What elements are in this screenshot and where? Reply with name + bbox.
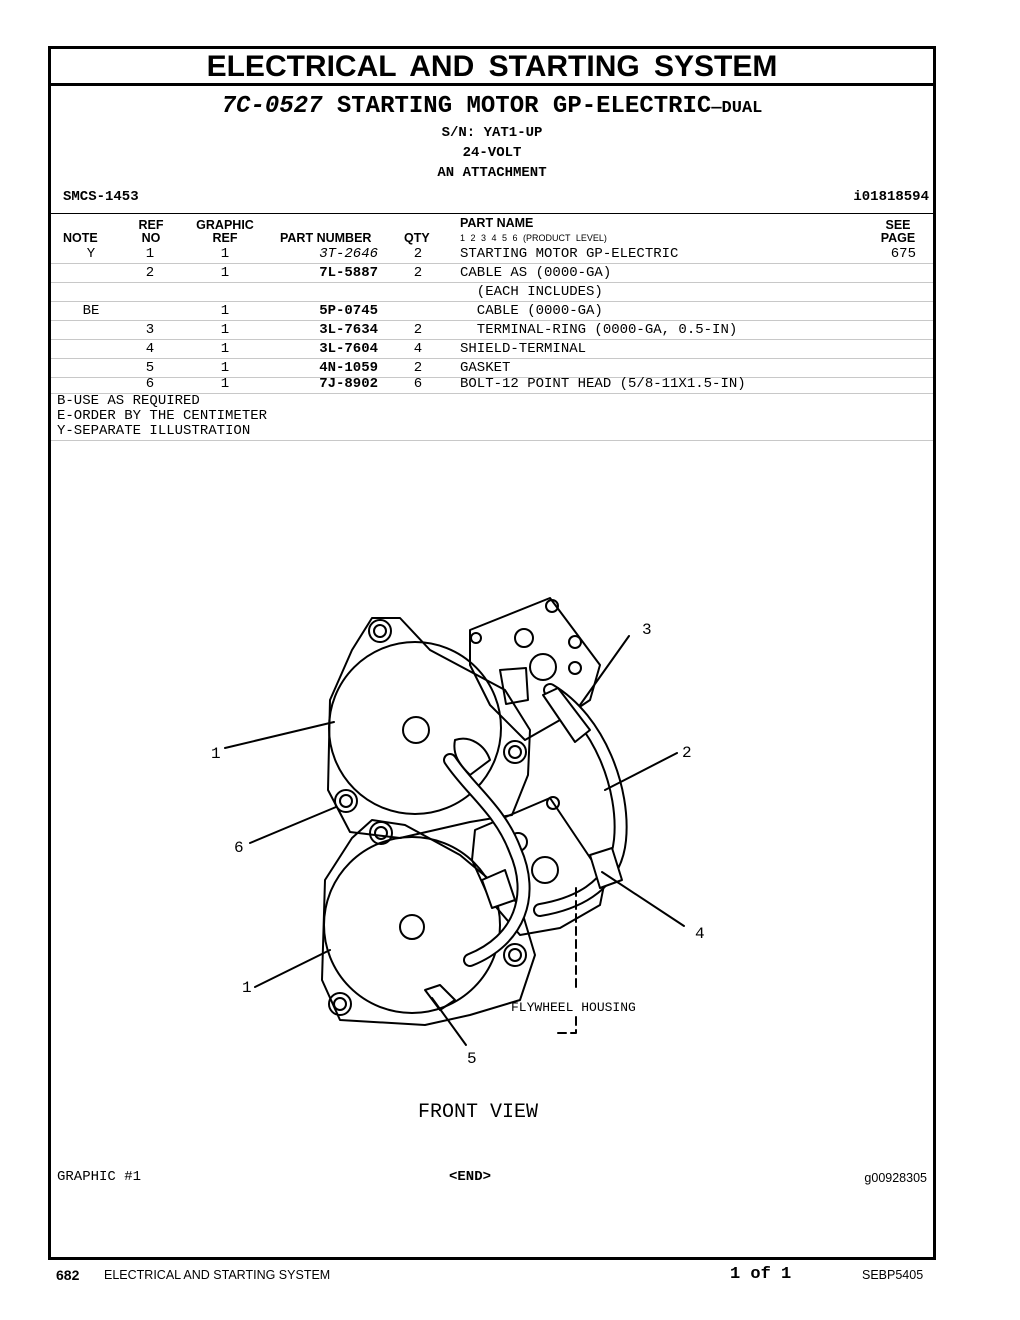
- col-product-level: 1 2 3 4 5 6 (PRODUCT LEVEL): [460, 233, 607, 243]
- group-part-number: 7C-0527: [221, 93, 323, 120]
- group-title: 7C-0527 STARTING MOTOR GP-ELECTRIC—DUAL: [51, 93, 933, 120]
- callout-4: 4: [695, 925, 705, 943]
- lower-bolt-3: [328, 992, 352, 1016]
- header-divider: [51, 213, 933, 214]
- attachment: AN ATTACHMENT: [437, 165, 547, 181]
- voltage: 24-VOLT: [462, 145, 522, 161]
- callout-1: 1: [211, 745, 221, 763]
- lower-bolt-2: [503, 943, 527, 967]
- footer-section: ELECTRICAL AND STARTING SYSTEM: [104, 1268, 331, 1282]
- table-row: Y 1 1 3T-2646 2 STARTING MOTOR GP-ELECTR…: [51, 245, 933, 264]
- col-see-page: SEE PAGE: [880, 218, 916, 245]
- group-suffix: —DUAL: [711, 99, 763, 118]
- upper-bolt-2: [503, 740, 527, 764]
- page-of: 1 of 1: [730, 1265, 792, 1284]
- doc-id: i01818594: [853, 189, 929, 205]
- shield-terminal-1: [589, 847, 623, 889]
- callout-5: 5: [467, 1050, 477, 1068]
- doc-code: SEBP5405: [862, 1268, 924, 1282]
- table-row: (EACH INCLUDES): [51, 283, 933, 302]
- upper-bolt-1: [368, 619, 392, 643]
- col-part-name: PART NAME: [460, 216, 534, 230]
- table-row: 4 1 3L-7604 4 SHIELD-TERMINAL: [51, 340, 933, 359]
- table-row: 5 1 4N-1059 2 GASKET: [51, 359, 933, 378]
- front-view-label: FRONT VIEW: [418, 1101, 538, 1124]
- col-graphic-ref: GRAPHIC REF: [196, 218, 254, 245]
- group-name: STARTING MOTOR GP-ELECTRIC: [336, 93, 712, 120]
- lower-motor-flange: [321, 819, 536, 1026]
- section-title: ELECTRICAL AND STARTING SYSTEM: [51, 49, 933, 86]
- table-row: 3 1 3L-7634 2 TERMINAL-RING (0000-GA, 0.…: [51, 321, 933, 340]
- col-note: NOTE: [63, 231, 98, 245]
- upper-bolt-3: [334, 789, 358, 813]
- note-b: B-USE AS REQUIRED: [57, 393, 200, 409]
- graphic-label: GRAPHIC #1: [57, 1169, 142, 1185]
- col-ref-no: REF NO: [138, 218, 164, 245]
- graphic-id: g00928305: [864, 1171, 927, 1185]
- callout-6: 6: [234, 839, 244, 857]
- note-e: E-ORDER BY THE CENTIMETER: [57, 408, 268, 424]
- cable-3-end: [542, 687, 591, 743]
- lower-motor-shaft: [399, 914, 425, 940]
- lower-solenoid-plate: [471, 797, 606, 936]
- notes-divider: [51, 440, 933, 441]
- flywheel-housing-label: FLYWHEEL HOUSING: [511, 1000, 636, 1015]
- table-row: 2 1 7L-5887 2 CABLE AS (0000-GA): [51, 264, 933, 283]
- callout-3: 3: [642, 621, 652, 639]
- callout-1b: 1: [242, 979, 252, 997]
- col-part-number: PART NUMBER: [280, 231, 372, 245]
- upper-motor-body: [328, 641, 502, 815]
- note-y: Y-SEPARATE ILLUSTRATION: [57, 423, 251, 439]
- callout-2: 2: [682, 744, 692, 762]
- page-frame: ELECTRICAL AND STARTING SYSTEM 7C-0527 S…: [48, 46, 936, 1260]
- end-marker: <END>: [449, 1169, 492, 1185]
- upper-motor-shaft: [402, 716, 430, 744]
- shield-terminal-2: [481, 869, 516, 909]
- smcs-code: SMCS-1453: [63, 189, 139, 205]
- serial-number: S/N: YAT1-UP: [441, 125, 543, 141]
- lower-bolt-1: [369, 821, 393, 845]
- page-number: 682: [56, 1267, 80, 1283]
- lower-motor-body: [323, 836, 501, 1014]
- table-row: BE 1 5P-0745 CABLE (0000-GA): [51, 302, 933, 321]
- col-qty: QTY: [404, 231, 430, 245]
- table-row: 6 1 7J-8902 6 BOLT-12 POINT HEAD (5/8-11…: [51, 375, 933, 394]
